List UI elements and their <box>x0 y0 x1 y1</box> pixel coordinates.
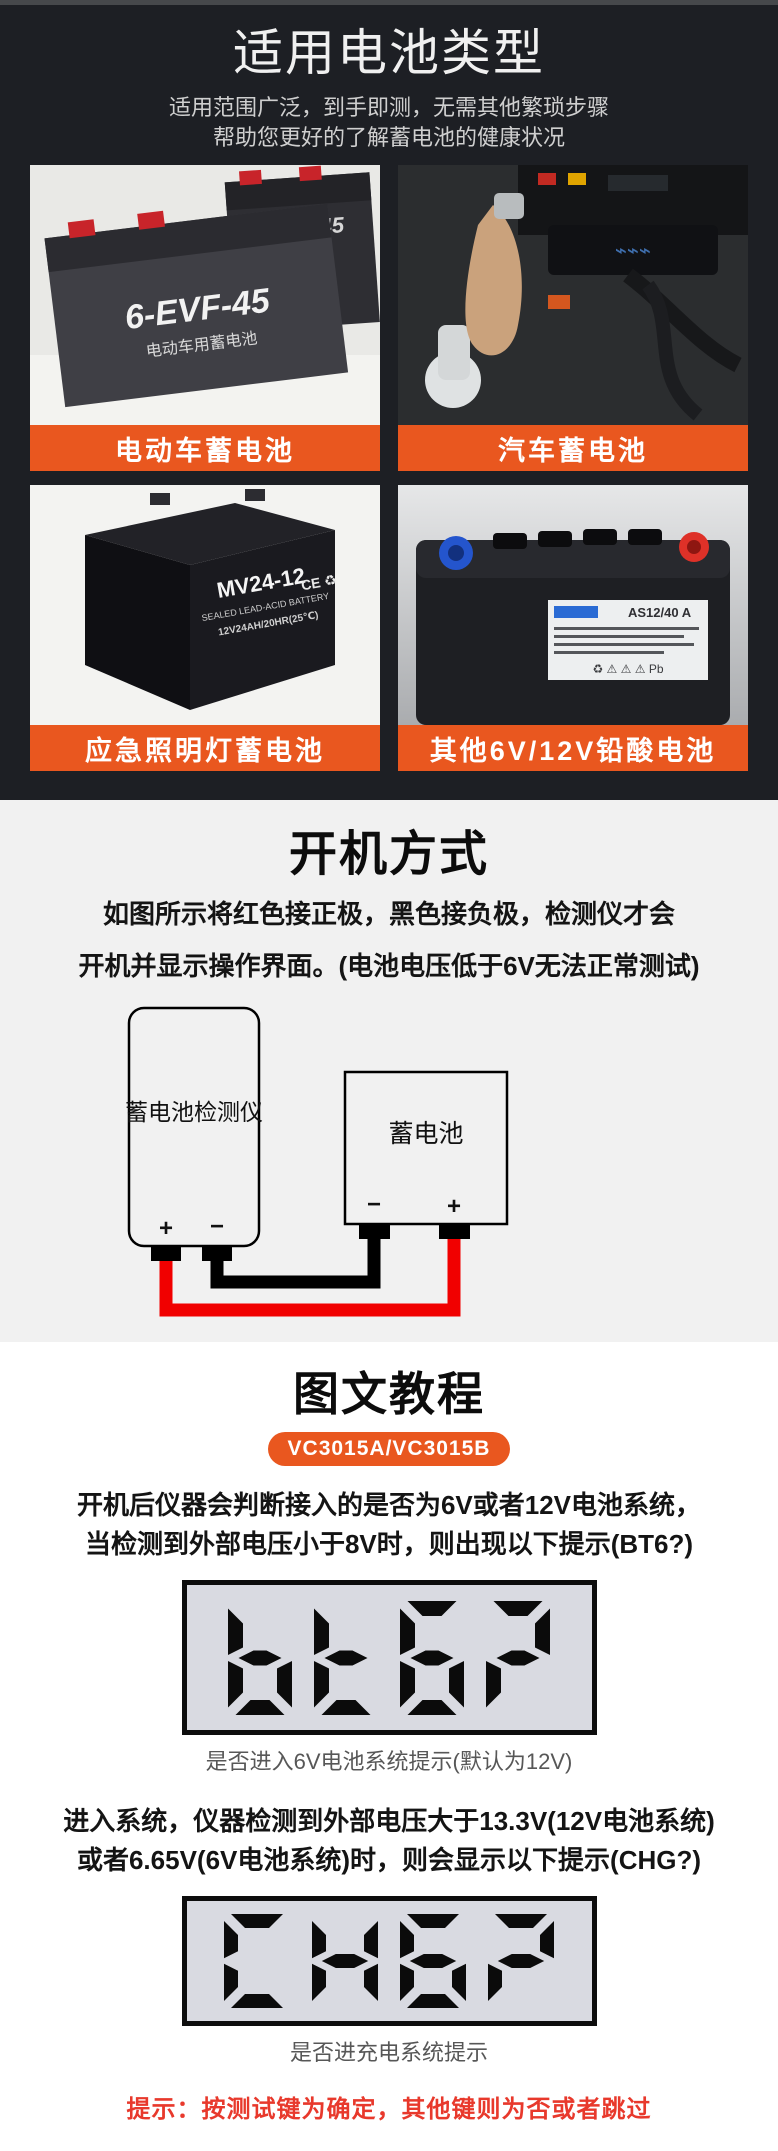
battery-minus-sign: − <box>367 1191 381 1218</box>
model-badge: VC3015A/VC3015B <box>267 1432 511 1466</box>
lead-acid-model-text: AS12/40 A <box>628 605 692 620</box>
ebike-battery-illustration: -45 6-EVF-45 电动车用蓄电池 <box>30 165 380 425</box>
battery-photo-emergency: MV24-12 SEALED LEAD-ACID BATTERY 12V24AH… <box>30 485 380 725</box>
battery-types-section: 适用电池类型 适用范围广泛，到手即测，无需其他繁琐步骤 帮助您更好的了解蓄电池的… <box>0 0 778 800</box>
battery-box <box>343 1070 509 1226</box>
car-battery-illustration: ⌁⌁⌁ <box>398 165 748 425</box>
battery-label-car: 汽车蓄电池 <box>398 425 748 471</box>
tester-minus-terminal <box>202 1245 232 1261</box>
tutorial-step1-line1: 开机后仪器会判断接入的是否为6V或者12V电池系统， <box>76 1490 702 1520</box>
svg-text:CE ♻: CE ♻ <box>300 571 338 593</box>
battery-card-other: AS12/40 A ♻ ⚠ ⚠ ⚠ Pb 其他6V/12V铅酸电池 <box>398 485 748 771</box>
battery-types-subtitle-1: 适用范围广泛，到手即测，无需其他繁琐步骤 <box>168 95 609 120</box>
battery-label-emergency: 应急照明灯蓄电池 <box>30 725 380 771</box>
section-title-battery-types: 适用电池类型 <box>233 25 545 81</box>
positive-wire <box>159 1236 461 1317</box>
tutorial-step1-line2: 当检测到外部电压小于8V时，则出现以下提示(BT6?) <box>84 1529 694 1559</box>
battery-card-ebike: -45 6-EVF-45 电动车用蓄电池 电动车蓄电池 <box>30 165 380 471</box>
battery-plus-terminal <box>439 1223 470 1239</box>
negative-wire <box>210 1236 381 1289</box>
section-title-power-on: 开机方式 <box>288 828 489 881</box>
power-on-desc-1: 如图所示将红色接正极，黑色接负极，检测仪才会 <box>102 899 675 929</box>
wiring-diagram: 蓄电池检测仪 + − 蓄电池 − + <box>125 1006 509 1317</box>
battery-photo-car: ⌁⌁⌁ <box>398 165 748 425</box>
battery-card-car: ⌁⌁⌁ 汽车蓄电池 <box>398 165 748 471</box>
lcd-chg-caption: 是否进充电系统提示 <box>289 2040 488 2065</box>
tutorial-section: 图文教程 VC3015A/VC3015B 开机后仪器会判断接入的是否为6V或者1… <box>0 1368 778 2144</box>
battery-minus-terminal <box>359 1223 390 1239</box>
lcd-display-bt6 <box>181 1580 597 1735</box>
tutorial-step2-line1: 进入系统，仪器检测到外部电压大于13.3V(12V电池系统) <box>63 1806 715 1836</box>
battery-photo-other: AS12/40 A ♻ ⚠ ⚠ ⚠ Pb <box>398 485 748 725</box>
tester-minus-sign: − <box>210 1213 224 1240</box>
tutorial-step2-line2: 或者6.65V(6V电池系统)时，则会显示以下提示(CHG?) <box>76 1845 702 1875</box>
tester-plus-terminal <box>151 1245 181 1261</box>
battery-photo-ebike: -45 6-EVF-45 电动车用蓄电池 <box>30 165 380 425</box>
svg-text:♻ ⚠ ⚠ ⚠ Pb: ♻ ⚠ ⚠ ⚠ Pb <box>592 662 663 676</box>
power-on-desc-2: 开机并显示操作界面。(电池电压低于6V无法正常测试) <box>78 951 700 981</box>
tester-box <box>127 1006 261 1248</box>
battery-label: 蓄电池 <box>388 1120 463 1148</box>
battery-label-other: 其他6V/12V铅酸电池 <box>398 725 748 771</box>
battery-card-emergency: MV24-12 SEALED LEAD-ACID BATTERY 12V24AH… <box>30 485 380 771</box>
svg-text:⌁⌁⌁: ⌁⌁⌁ <box>615 240 651 262</box>
top-divider <box>0 0 778 5</box>
battery-photo-grid: -45 6-EVF-45 电动车用蓄电池 电动车蓄电池 <box>30 165 748 771</box>
emergency-battery-illustration: MV24-12 SEALED LEAD-ACID BATTERY 12V24AH… <box>30 485 380 725</box>
battery-types-subtitle-2: 帮助您更好的了解蓄电池的健康状况 <box>212 125 565 150</box>
lcd-display-chg <box>181 1896 597 2026</box>
tester-label: 蓄电池检测仪 <box>125 1099 263 1125</box>
battery-plus-sign: + <box>447 1193 461 1220</box>
tip-text: 提示：按测试键为确定，其他键则为否或者跳过 <box>126 2096 652 2123</box>
battery-label-ebike: 电动车蓄电池 <box>30 425 380 471</box>
section-title-tutorial: 图文教程 <box>293 1368 485 1420</box>
lead-acid-battery-illustration: AS12/40 A ♻ ⚠ ⚠ ⚠ Pb <box>398 485 748 725</box>
lcd-bt6-caption: 是否进入6V电池系统提示(默认为12V) <box>205 1749 573 1774</box>
power-on-section: 开机方式 如图所示将红色接正极，黑色接负极，检测仪才会 开机并显示操作界面。(电… <box>0 800 778 1342</box>
tester-plus-sign: + <box>159 1215 173 1242</box>
